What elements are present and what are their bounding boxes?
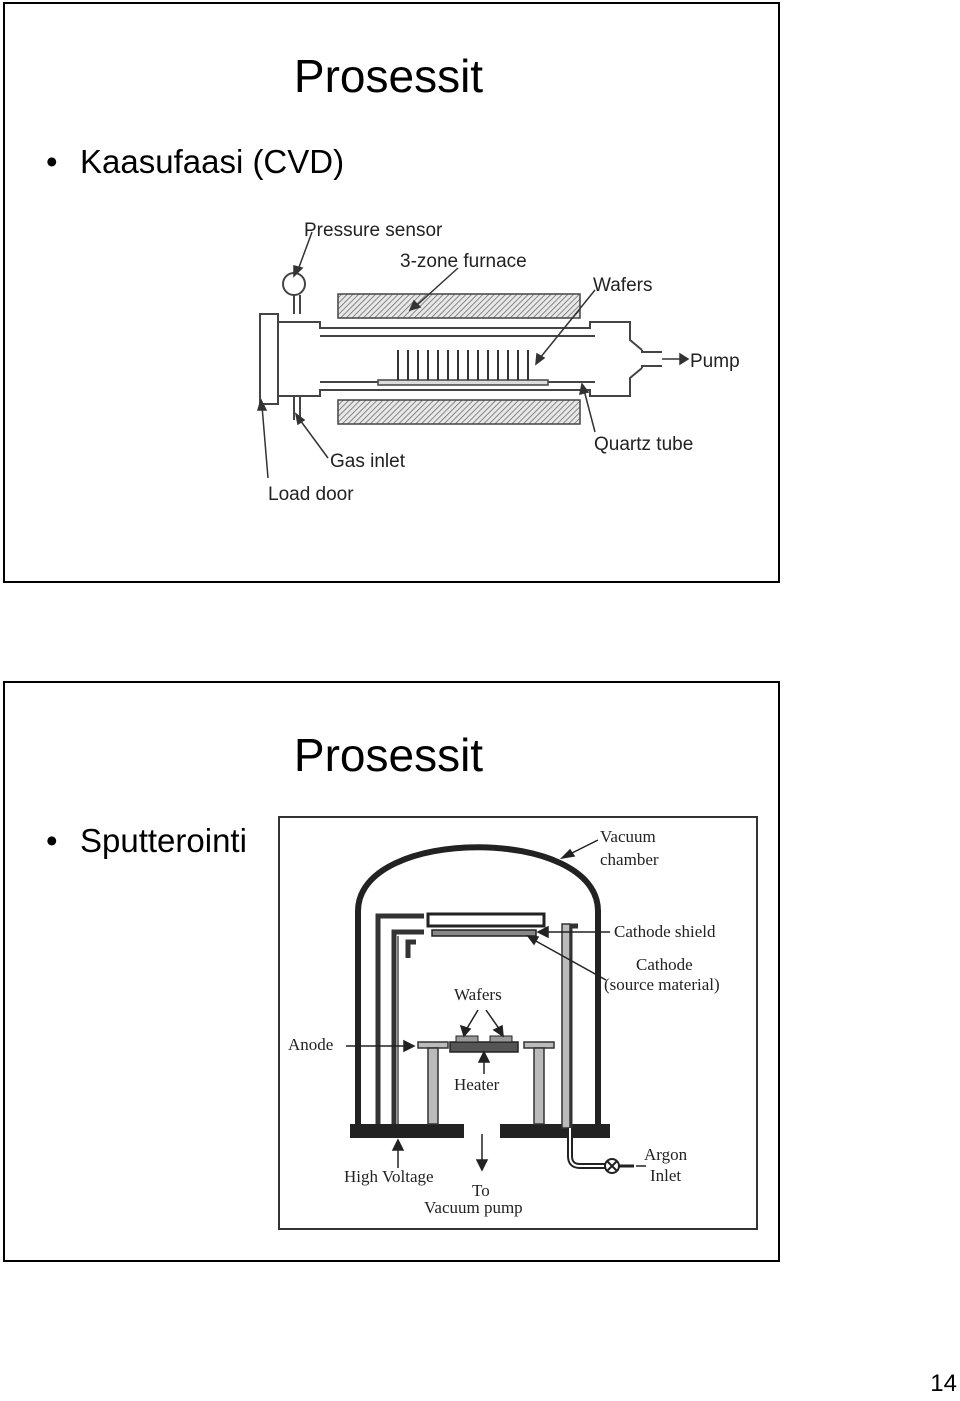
label-inlet: Inlet: [650, 1166, 681, 1185]
bullet-text: Kaasufaasi (CVD): [80, 143, 345, 180]
wafers-stack: [397, 350, 529, 380]
label-chamber: chamber: [600, 850, 659, 869]
wafer: [455, 1035, 479, 1043]
cathode-shield: [426, 912, 546, 928]
wafer: [489, 1035, 513, 1043]
slide-title: Prosessit: [293, 50, 484, 102]
label-pump: Pump: [690, 351, 740, 372]
sputtering-chamber-diagram: Vacuum chamber Cathode shield Cathode (s…: [278, 816, 758, 1230]
furnace-top: [337, 293, 581, 319]
label-pressure-sensor: Pressure sensor: [304, 220, 443, 241]
base-plate-right: [500, 1124, 610, 1138]
label-anode: Anode: [288, 1035, 333, 1054]
label-argon: Argon: [644, 1145, 688, 1164]
label-quartz-tube: Quartz tube: [594, 434, 693, 455]
load-door-shape: [259, 313, 279, 405]
bullet-dot-icon: •: [46, 143, 58, 180]
slide-title: Prosessit: [293, 729, 484, 781]
bullet-text: Sputterointi: [80, 822, 247, 859]
label-gas-inlet: Gas inlet: [330, 451, 406, 472]
bullet-item: • Kaasufaasi (CVD): [46, 143, 344, 181]
vacuum-chamber-outline: [355, 844, 601, 1128]
slide-cvd: [3, 2, 780, 583]
label-cathode: Cathode: [636, 955, 693, 974]
label-high-voltage: High Voltage: [344, 1167, 434, 1186]
label-to: To: [472, 1181, 490, 1200]
page-number: 14: [930, 1370, 957, 1397]
label-wafers: Wafers: [454, 985, 502, 1004]
label-wafers: Wafers: [593, 275, 652, 296]
cvd-furnace-diagram: Pressure sensor 3-zone furnace Wafers Pu…: [256, 220, 740, 505]
cathode-plate: [431, 929, 537, 937]
bullet-dot-icon: •: [46, 822, 58, 859]
label-vacuum: Vacuum: [600, 827, 656, 846]
base-plate-left: [350, 1124, 464, 1138]
label-cathode-shield: Cathode shield: [614, 922, 716, 941]
furnace-bottom: [337, 399, 581, 425]
bullet-item: • Sputterointi: [46, 822, 247, 860]
label-heater: Heater: [454, 1075, 500, 1094]
label-source-material: (source material): [604, 975, 720, 994]
label-load-door: Load door: [268, 484, 354, 505]
label-vacuum-pump: Vacuum pump: [424, 1198, 523, 1217]
wafer-boat: [377, 379, 549, 386]
label-furnace: 3-zone furnace: [400, 251, 527, 272]
